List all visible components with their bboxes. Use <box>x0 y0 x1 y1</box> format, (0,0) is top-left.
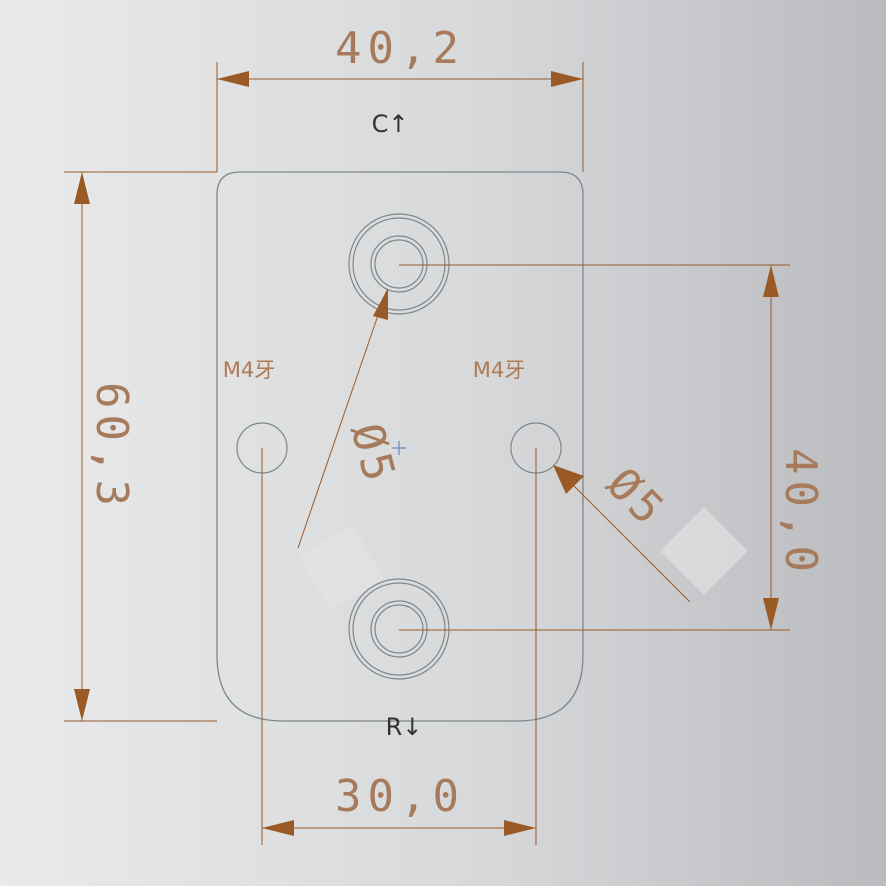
top-orientation-marker: C↑ <box>372 110 409 138</box>
left-height-arrow-bottom <box>74 689 90 721</box>
bottom-spacing-arrow-left <box>262 820 294 836</box>
label-patch-center <box>299 525 384 610</box>
top-width-dim-text: 40,2 <box>335 23 465 74</box>
label-patch-right <box>660 507 748 595</box>
center-dia-leader <box>297 291 387 549</box>
center-dia-arrow <box>373 288 388 320</box>
right-dia-arrow <box>553 465 584 494</box>
plate-outline <box>216 171 584 722</box>
bottom-spacing-arrow-right <box>504 820 536 836</box>
right-dia-leader <box>553 465 691 603</box>
left-height-dim-text: 60,3 <box>86 382 137 512</box>
top-counterbore-hole <box>348 213 450 315</box>
bottom-spacing-dim-text: 30,0 <box>335 771 465 822</box>
bottom-counterbore-hole <box>348 578 450 680</box>
right-spacing-dim-text: 40,0 <box>775 448 826 578</box>
bottom-orientation-marker: R↓ <box>386 713 423 741</box>
right-thread-note: M4牙 <box>473 358 525 382</box>
top-width-arrow-left <box>217 71 249 87</box>
right-spacing-arrow-top <box>763 265 779 297</box>
right-spacing-arrow-bottom <box>763 598 779 630</box>
top-width-arrow-right <box>551 71 583 87</box>
left-height-arrow-top <box>74 172 90 204</box>
cursor-cross <box>392 441 406 455</box>
left-thread-note: M4牙 <box>223 358 275 382</box>
